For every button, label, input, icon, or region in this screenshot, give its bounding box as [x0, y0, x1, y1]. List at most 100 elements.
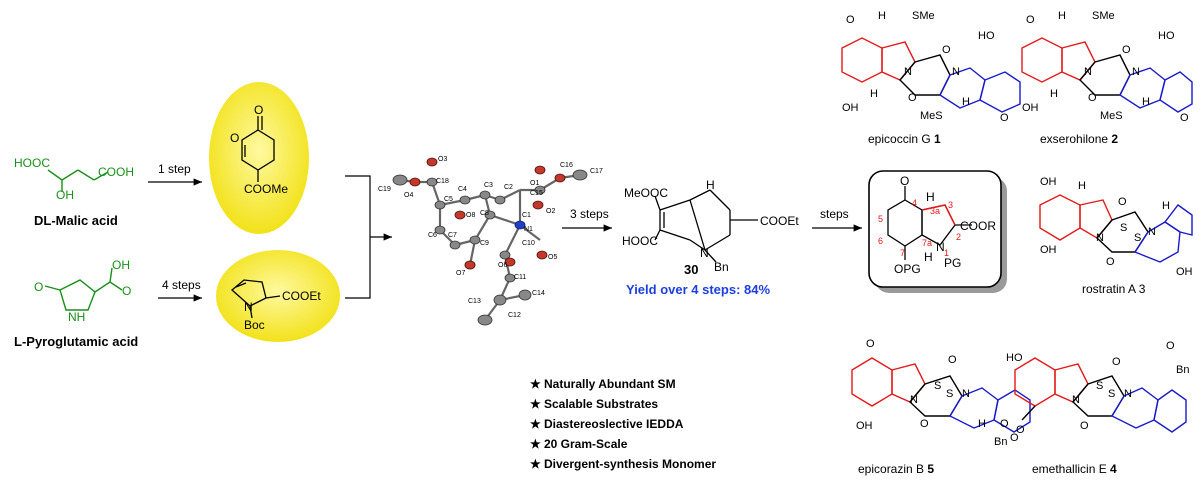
p1-h: H [878, 10, 886, 22]
feature-2: ★Scalable Substrates [530, 397, 658, 411]
core-locant-4: 4 [912, 198, 918, 208]
compound-30-number: 30 [684, 262, 699, 277]
core-red-bonds [921, 204, 956, 226]
star-icon: ★ [530, 457, 541, 471]
atom-c7: C7 [448, 232, 457, 239]
p4-n-left: N [1072, 394, 1080, 406]
pyrone-highlight [209, 82, 309, 234]
step-label-4: 4 steps [162, 278, 201, 292]
c30-h: H [706, 178, 715, 192]
step-label-steps: steps [820, 207, 849, 221]
p1-h-left: H [870, 88, 878, 100]
pyro-nh: NH [68, 310, 86, 324]
core-locant-1: 1 [944, 248, 950, 258]
crystal-atoms [392, 169, 588, 326]
p2-n-right: N [1132, 66, 1140, 78]
star-icon: ★ [530, 417, 541, 431]
pyrone-structure [241, 116, 275, 182]
p3-h: H [1078, 180, 1086, 192]
pyroglutamic-acid-label: L-Pyroglutamic acid [14, 334, 139, 349]
p5-oh: OH [856, 420, 873, 432]
product-3-label: rostratin A 3 [1082, 282, 1146, 296]
crystal-nitrogen [514, 220, 526, 230]
atom-c9: C9 [480, 240, 489, 247]
feature-5: ★Divergent-synthesis Monomer [530, 457, 716, 471]
atom-c4: C4 [458, 186, 467, 193]
p2-sme: SMe [1092, 10, 1115, 22]
product-5-label: epicorazin B 5 [858, 462, 935, 476]
star-icon: ★ [530, 437, 541, 451]
pyrone-o-carbonyl: O [254, 103, 264, 117]
p1-o-top: O [846, 14, 855, 26]
p3-o-top: O [1118, 196, 1127, 208]
p3-s1: S [1120, 222, 1128, 234]
atom-n1: N1 [524, 226, 533, 233]
p1-ho: HO [978, 30, 995, 42]
p4-n-right: N [1124, 388, 1132, 400]
atom-o2: O2 [546, 208, 556, 215]
core-h-top: H [926, 190, 935, 204]
core-pg: PG [944, 256, 962, 270]
malic-acid-label: DL-Malic acid [34, 213, 118, 228]
pyrone-o-ring: O [230, 131, 240, 145]
core-locant-7a: 7a [922, 238, 933, 248]
core-coor: COOR [960, 219, 996, 233]
core-h-bottom: H [924, 250, 933, 264]
feature-text: 20 Gram-Scale [544, 437, 628, 451]
atom-c13: C13 [468, 298, 481, 305]
p1-mes: MeS [920, 110, 943, 122]
p3-oh-left: OH [1040, 244, 1057, 256]
p1-oh: OH [842, 102, 859, 114]
exserohilone-structure [1021, 37, 1193, 113]
core-locant-3a: 3a [930, 206, 941, 216]
p3-h-right: H [1162, 200, 1170, 212]
p1-o-bottom: O [908, 92, 917, 104]
pyrroline-boc: Boc [244, 318, 265, 332]
yield-label: Yield over 4 steps: 84% [626, 282, 771, 297]
p4-s2: S [1108, 388, 1116, 400]
core-n: N [936, 240, 945, 254]
atom-o4: O4 [404, 192, 414, 199]
p2-o-top: O [1026, 14, 1035, 26]
product-4-label: emethallicin E 4 [1032, 462, 1117, 476]
product-1-label: epicoccin G 1 [868, 132, 941, 146]
c30-n: N [700, 246, 709, 260]
atom-c15: C15 [530, 190, 543, 197]
star-icon: ★ [530, 377, 541, 391]
epicoccin-g-structure [841, 37, 1021, 113]
p3-n-left: N [1096, 232, 1104, 244]
atom-c8: C8 [480, 210, 489, 217]
atom-o7: O7 [456, 270, 466, 277]
p1-h-bottom: H [962, 96, 970, 108]
pyrroline-cooet: COOEt [282, 289, 321, 303]
p1-n-right: N [952, 66, 960, 78]
p5-n-right: N [962, 388, 970, 400]
p2-n-left: N [1084, 66, 1092, 78]
feature-text: Scalable Substrates [544, 397, 659, 411]
p5-s2: S [946, 388, 954, 400]
malic-hooc: HOOC [14, 156, 50, 170]
p5-ho: HO [1006, 352, 1023, 364]
core-locant-2: 2 [956, 232, 962, 242]
p5-h: H [978, 418, 986, 430]
p3-n-right: N [1148, 226, 1156, 238]
p5-n-left: N [910, 394, 918, 406]
feature-3: ★Diastereoslective IEDDA [530, 417, 683, 431]
core-locant-7: 7 [900, 248, 906, 258]
p5-o-right: O [1010, 432, 1019, 444]
pyroglutamic-acid-structure [44, 267, 123, 311]
p2-h-bottom: H [1142, 96, 1150, 108]
atom-c6: C6 [428, 232, 437, 239]
rostratin-a-structure [1039, 194, 1193, 263]
atom-c2: C2 [504, 184, 513, 191]
p5-o-mid: O [948, 354, 957, 366]
p2-o-right: O [1180, 112, 1189, 124]
p2-o-mid: O [1122, 44, 1131, 56]
atom-c12: C12 [508, 312, 521, 319]
core-locant-3: 3 [948, 200, 954, 210]
p2-o-bottom: O [1088, 92, 1097, 104]
crystal-structure [399, 173, 581, 321]
malic-acid-structure [47, 169, 109, 192]
feature-text: Diastereoslective IEDDA [544, 417, 684, 431]
p4-bn-top: Bn [1176, 364, 1190, 376]
